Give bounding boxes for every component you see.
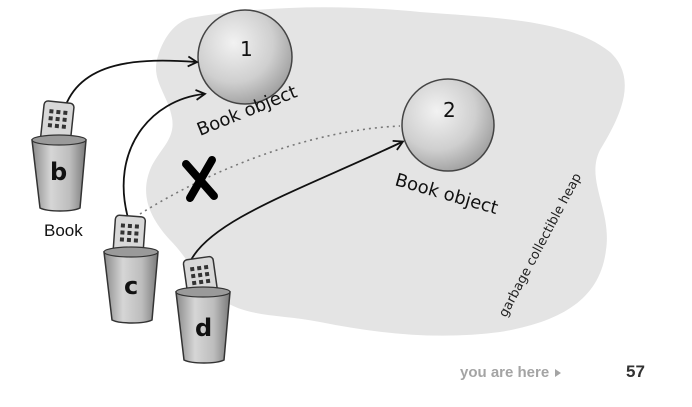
triangle-right-icon [555,369,562,378]
cross-mark-icon [182,156,218,202]
reference-type-label: Book [44,221,83,240]
page-number: 57 [626,362,645,381]
you-are-here-text: you are here [460,364,550,381]
reference-name: b [50,158,67,186]
reference-name: d [195,314,212,342]
you-are-here-link[interactable]: you are here [460,364,562,381]
page-footer: you are here 57 [0,362,692,386]
cup-icon [103,251,159,324]
object-sphere [401,78,495,172]
cup-icon [175,291,231,364]
reference-arrow-d [189,139,405,263]
reference-d: d [175,255,231,364]
reference-arrow-c [122,89,207,219]
object-number: 1 [240,37,253,61]
object-number: 2 [443,98,456,122]
reference-arrow-b [63,55,199,111]
reference-name: c [124,272,138,300]
reference-b: b Book [31,100,87,240]
cup-icon [31,139,87,212]
reference-c: c [103,214,159,324]
